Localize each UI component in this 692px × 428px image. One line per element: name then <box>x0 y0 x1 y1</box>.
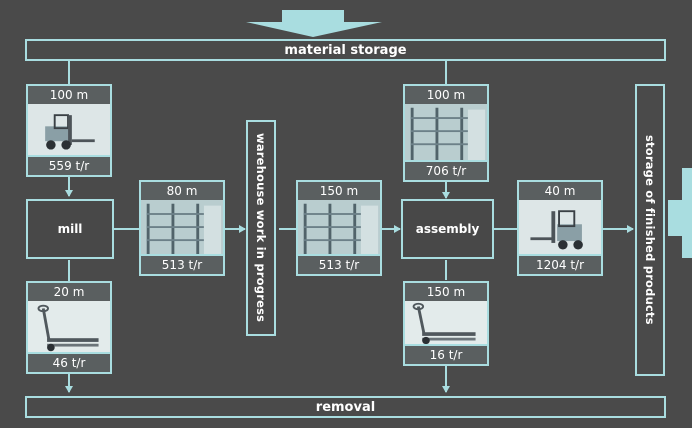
warehouse-wip-label: warehouse work in progress <box>254 133 268 322</box>
distance-label: 20 m <box>28 283 110 303</box>
distance-label: 80 m <box>141 182 223 202</box>
pallet-jack-icon <box>405 301 487 346</box>
throughput-label: 513 t/r <box>141 254 223 274</box>
distance-label: 100 m <box>28 86 110 106</box>
material-storage-bar: material storage <box>25 39 666 61</box>
throughput-label: 1204 t/r <box>519 254 601 274</box>
throughput-label: 16 t/r <box>405 344 487 364</box>
removal-bar: removal <box>25 396 666 418</box>
distance-label: 100 m <box>405 86 487 106</box>
outbound-arrow <box>668 168 692 258</box>
forklift-icon <box>28 104 110 157</box>
assembly-box: assembly <box>401 199 494 259</box>
transport-card: 100 m 559 t/r <box>26 84 112 177</box>
mill-box: mill <box>26 199 114 259</box>
mill-label: mill <box>58 222 83 236</box>
removal-label: removal <box>316 400 375 415</box>
distance-label: 150 m <box>298 182 380 202</box>
transport-card: 150 m 513 t/r <box>296 180 382 276</box>
throughput-label: 706 t/r <box>405 160 487 180</box>
throughput-label: 46 t/r <box>28 352 110 372</box>
warehouse-rack-icon <box>298 200 380 256</box>
transport-card: 150 m 16 t/r <box>403 281 489 366</box>
inbound-arrow <box>246 10 382 37</box>
finished-products-box: storage of finished products <box>635 84 665 376</box>
transport-card: 100 m 706 t/r <box>403 84 489 182</box>
warehouse-rack-icon <box>405 104 487 162</box>
transport-card: 20 m 46 t/r <box>26 281 112 374</box>
throughput-label: 513 t/r <box>298 254 380 274</box>
transport-card: 80 m 513 t/r <box>139 180 225 276</box>
pallet-jack-icon <box>28 301 110 354</box>
assembly-label: assembly <box>416 222 480 236</box>
transport-card: 40 m 1204 t/r <box>517 180 603 276</box>
forklift-icon <box>519 200 601 256</box>
distance-label: 150 m <box>405 283 487 303</box>
finished-products-label: storage of finished products <box>643 135 657 325</box>
warehouse-rack-icon <box>141 200 223 256</box>
throughput-label: 559 t/r <box>28 155 110 175</box>
warehouse-wip-box: warehouse work in progress <box>246 120 276 336</box>
distance-label: 40 m <box>519 182 601 202</box>
material-storage-label: material storage <box>284 43 406 58</box>
